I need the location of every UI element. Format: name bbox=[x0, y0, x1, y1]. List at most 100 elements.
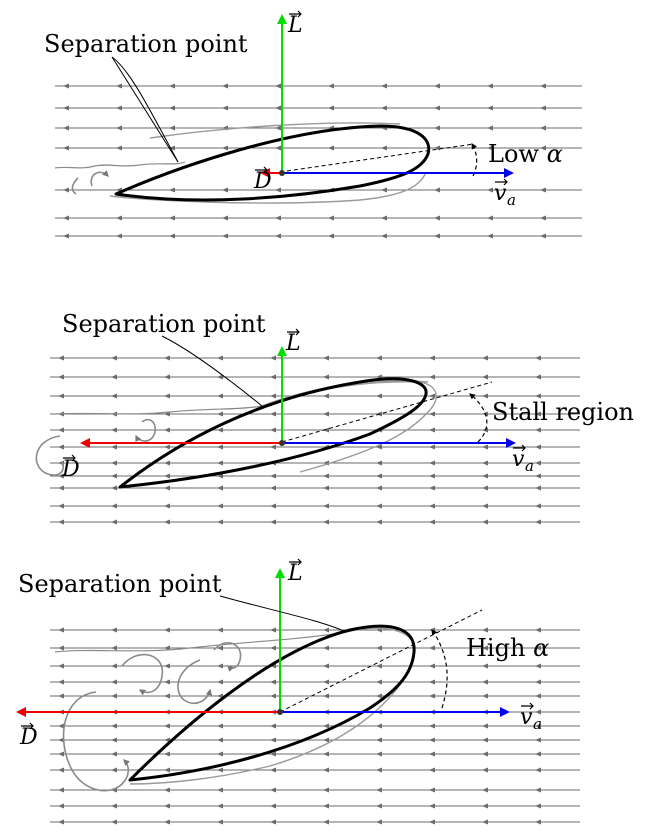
drag-label: D bbox=[19, 725, 38, 750]
flow-direction-tick bbox=[328, 215, 334, 221]
flow-direction-tick bbox=[323, 519, 329, 525]
flow-direction-tick bbox=[58, 737, 64, 743]
airfoil bbox=[128, 624, 416, 782]
flow-direction-tick bbox=[275, 233, 281, 239]
flow-direction-tick bbox=[434, 215, 440, 221]
flow-direction-tick bbox=[429, 679, 435, 685]
flow-direction-tick bbox=[323, 411, 329, 417]
flow-direction-tick bbox=[270, 519, 276, 525]
flow-direction-tick bbox=[429, 751, 435, 757]
flow-direction-tick bbox=[58, 355, 64, 361]
flow-direction-tick bbox=[111, 723, 117, 729]
flow-direction-tick bbox=[116, 145, 122, 151]
flow-direction-tick bbox=[535, 374, 541, 380]
flow-direction-tick bbox=[482, 751, 488, 757]
flow-direction-tick bbox=[376, 645, 382, 651]
flow-direction-tick bbox=[164, 444, 170, 450]
flow-direction-tick bbox=[482, 393, 488, 399]
flow-direction-tick bbox=[535, 693, 541, 699]
flow-direction-tick bbox=[535, 767, 541, 773]
flow-direction-tick bbox=[63, 145, 69, 151]
flow-direction-tick bbox=[270, 355, 276, 361]
flow-direction-tick bbox=[116, 105, 122, 111]
flow-direction-tick bbox=[164, 787, 170, 793]
flow-direction-tick bbox=[487, 233, 493, 239]
flow-direction-tick bbox=[58, 374, 64, 380]
flow-direction-tick bbox=[58, 627, 64, 633]
flow-direction-tick bbox=[429, 427, 435, 433]
flow-direction-tick bbox=[323, 737, 329, 743]
flow-direction-tick bbox=[58, 679, 64, 685]
flow-direction-tick bbox=[275, 145, 281, 151]
chord-line bbox=[281, 381, 493, 443]
flow-direction-tick bbox=[164, 519, 170, 525]
panel-low-alpha: Separation point L D v a Low α bbox=[44, 10, 582, 239]
flow-direction-tick bbox=[111, 473, 117, 479]
streamlines bbox=[50, 627, 580, 825]
vector-arrow-mark bbox=[513, 444, 526, 452]
flow-direction-tick bbox=[222, 83, 228, 89]
flow-direction-tick bbox=[217, 803, 223, 809]
eddy bbox=[213, 641, 242, 672]
flow-direction-tick bbox=[323, 473, 329, 479]
flow-direction-tick bbox=[58, 519, 64, 525]
flow-direction-tick bbox=[429, 723, 435, 729]
flow-direction-tick bbox=[270, 819, 276, 825]
flow-direction-tick bbox=[164, 663, 170, 669]
flow-direction-tick bbox=[217, 627, 223, 633]
lift-label: L bbox=[287, 13, 303, 38]
flow-direction-tick bbox=[482, 519, 488, 525]
flow-direction-tick bbox=[381, 215, 387, 221]
flow-direction-tick bbox=[535, 709, 541, 715]
flow-direction-tick bbox=[270, 444, 276, 450]
vector-arrow-mark bbox=[495, 178, 508, 186]
flow-direction-tick bbox=[487, 125, 493, 131]
angle-arc bbox=[469, 393, 488, 443]
separation-leader bbox=[111, 56, 179, 163]
eddy bbox=[62, 691, 130, 792]
wake-line bbox=[54, 161, 186, 169]
flow-direction-tick bbox=[429, 803, 435, 809]
flow-direction-tick bbox=[164, 627, 170, 633]
flow-direction-tick bbox=[381, 105, 387, 111]
flow-direction-tick bbox=[535, 427, 541, 433]
flow-direction-tick bbox=[111, 503, 117, 509]
flow-direction-tick bbox=[270, 393, 276, 399]
separation-point-curve bbox=[111, 56, 179, 163]
center-of-pressure bbox=[277, 709, 283, 715]
flow-direction-tick bbox=[323, 803, 329, 809]
angle-label: Stall region bbox=[492, 398, 634, 426]
separation-label: Separation point bbox=[44, 30, 248, 58]
flow-direction-tick bbox=[164, 803, 170, 809]
flow-direction-tick bbox=[270, 503, 276, 509]
flow-direction-tick bbox=[540, 125, 546, 131]
flow-direction-tick bbox=[429, 627, 435, 633]
vector-arrow-mark bbox=[289, 10, 302, 18]
flow-direction-tick bbox=[270, 485, 276, 491]
flow-direction-tick bbox=[429, 819, 435, 825]
airfoil bbox=[118, 377, 428, 489]
flow-direction-tick bbox=[535, 723, 541, 729]
flow-direction-tick bbox=[58, 803, 64, 809]
flow-direction-tick bbox=[535, 519, 541, 525]
flow-direction-tick bbox=[58, 723, 64, 729]
flow-direction-tick bbox=[111, 460, 117, 466]
flow-direction-tick bbox=[323, 503, 329, 509]
flow-direction-tick bbox=[217, 663, 223, 669]
flow-direction-tick bbox=[482, 427, 488, 433]
flow-direction-tick bbox=[270, 737, 276, 743]
flow-direction-tick bbox=[535, 355, 541, 361]
flow-direction-tick bbox=[540, 187, 546, 193]
flow-direction-tick bbox=[376, 485, 382, 491]
flow-direction-tick bbox=[164, 427, 170, 433]
flow-direction-tick bbox=[376, 355, 382, 361]
flow-direction-tick bbox=[487, 145, 493, 151]
flow-direction-tick bbox=[58, 485, 64, 491]
streamlines bbox=[50, 355, 580, 525]
flow-direction-tick bbox=[429, 444, 435, 450]
flow-direction-tick bbox=[535, 444, 541, 450]
flow-direction-tick bbox=[429, 767, 435, 773]
flow-direction-tick bbox=[323, 693, 329, 699]
flow-direction-tick bbox=[217, 393, 223, 399]
